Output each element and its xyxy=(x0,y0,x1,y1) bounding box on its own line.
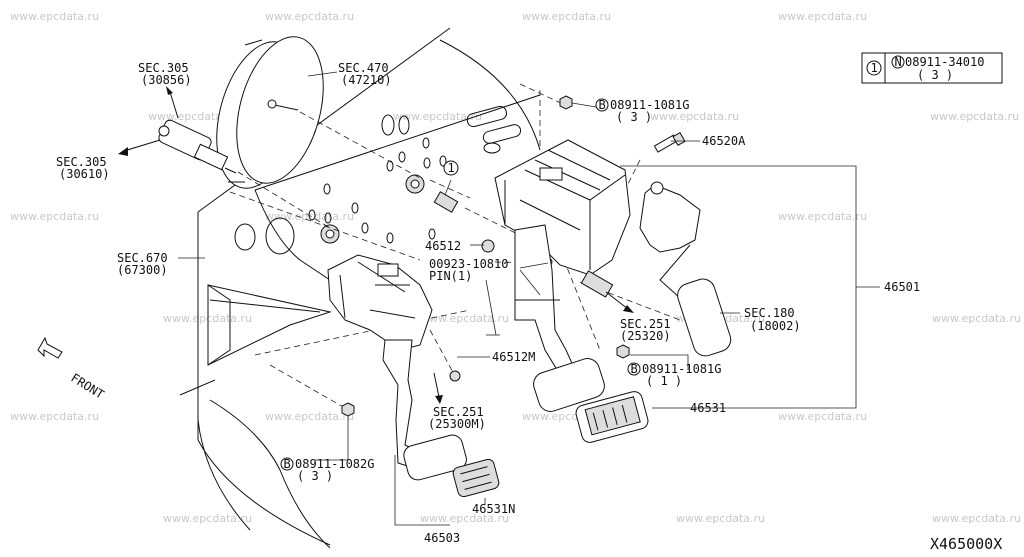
n-mark-icon xyxy=(891,55,905,69)
bolt-icon xyxy=(672,131,686,147)
label-qty-mid: ( 1 ) xyxy=(646,374,682,388)
pedal-pad-46531n xyxy=(452,458,500,498)
front-arrow-icon xyxy=(37,336,63,359)
label-46512m: 46512M xyxy=(492,350,535,364)
pedal-pad-46531 xyxy=(575,391,649,443)
watermark: www.epcdata.ru xyxy=(393,110,482,123)
label-sec251-right: SEC.251 xyxy=(620,317,671,331)
label-46512: 46512 xyxy=(425,239,461,253)
assembly-lines xyxy=(229,83,681,409)
arrow-left-icon xyxy=(118,147,128,156)
watermark: www.epcdata.ru xyxy=(522,10,611,23)
label-sec305-left-code: (30610) xyxy=(59,167,110,181)
label-qty-top: ( 3 ) xyxy=(616,110,652,124)
legend-n-mark: N xyxy=(895,55,902,69)
nut-icon xyxy=(559,95,573,110)
b-mark-icon xyxy=(280,457,294,471)
callout-circle-icon xyxy=(866,60,882,76)
legend-box: 1 N 08911-34010 ( 3 ) xyxy=(861,52,1003,84)
label-46501: 46501 xyxy=(884,280,920,294)
label-sec251-left-code: (25300M) xyxy=(428,417,486,431)
b-mark-icon xyxy=(595,98,609,112)
watermark: www.epcdata.ru xyxy=(930,110,1019,123)
callout-1: 1 xyxy=(443,160,459,176)
label-sec470: SEC.470 xyxy=(338,61,389,75)
label-pin: PIN(1) xyxy=(429,269,472,283)
leader-lines xyxy=(178,71,880,526)
svg-text:B: B xyxy=(284,457,291,471)
watermark: www.epcdata.ru xyxy=(778,10,867,23)
pedal-bracket xyxy=(494,139,631,276)
watermark: www.epcdata.ru xyxy=(676,512,765,525)
arrows xyxy=(37,86,634,404)
label-sec180-code: (18002) xyxy=(750,319,801,333)
stopper-icon xyxy=(449,370,461,382)
watermark: www.epcdata.ru xyxy=(163,512,252,525)
label-front: FRONT xyxy=(68,371,106,402)
master-cylinder xyxy=(158,119,237,174)
b-mark-icon xyxy=(627,362,641,376)
arrow-up-icon xyxy=(166,86,173,95)
nut-icon xyxy=(341,402,355,417)
callout-circle-icon xyxy=(443,160,459,176)
part-labels: SEC.305 (30856) SEC.470 (47210) SEC.305 … xyxy=(56,61,1002,553)
watermark: www.epcdata.ru xyxy=(650,110,739,123)
label-08911-1081g-mid: 08911-1081G xyxy=(642,362,721,376)
accelerator-pedal xyxy=(639,181,732,357)
label-sec251-right-code: (25320) xyxy=(620,329,671,343)
watermark: www.epcdata.ru xyxy=(265,410,354,423)
label-08911-1082g: 08911-1082G xyxy=(295,457,374,471)
watermark: www.epcdata.ru xyxy=(932,312,1021,325)
legend-quantity: ( 3 ) xyxy=(917,68,953,82)
clip-icon xyxy=(433,191,459,213)
label-46531n: 46531N xyxy=(472,502,515,516)
watermark: www.epcdata.ru xyxy=(420,312,509,325)
arrow-right-icon xyxy=(623,305,634,313)
stopper-icon xyxy=(481,239,495,253)
brake-pedal xyxy=(327,254,467,481)
watermark: www.epcdata.ru xyxy=(10,10,99,23)
label-00923-10810: 00923-10810 xyxy=(429,257,508,271)
label-sec670: SEC.670 xyxy=(117,251,168,265)
label-sec305-left: SEC.305 xyxy=(56,155,107,169)
diagram-code: X465000X xyxy=(930,535,1002,553)
label-sec305-top: SEC.305 xyxy=(138,61,189,75)
watermark: www.epcdata.ru xyxy=(265,10,354,23)
switch-icon xyxy=(580,270,614,298)
label-sec305-top-code: (30856) xyxy=(141,73,192,87)
label-sec470-code: (47210) xyxy=(341,73,392,87)
nut-icon xyxy=(616,344,630,359)
label-sec670-code: (67300) xyxy=(117,263,168,277)
svg-text:1: 1 xyxy=(448,161,455,175)
fasteners xyxy=(341,95,686,417)
brake-booster xyxy=(216,36,324,189)
svg-text:B: B xyxy=(631,362,638,376)
label-qty-low: ( 3 ) xyxy=(297,469,333,483)
label-46520a: 46520A xyxy=(702,134,746,148)
clutch-pedal xyxy=(514,224,605,412)
watermark: www.epcdata.ru xyxy=(778,410,867,423)
label-sec180: SEC.180 xyxy=(744,306,795,320)
label-08911-1081g-top: 08911-1081G xyxy=(610,98,689,112)
svg-text:B: B xyxy=(599,98,606,112)
watermark: www.epcdata.ru xyxy=(10,210,99,223)
watermark: www.epcdata.ru xyxy=(932,512,1021,525)
watermark: www.epcdata.ru xyxy=(420,512,509,525)
watermark: www.epcdata.ru xyxy=(10,410,99,423)
watermark: www.epcdata.ru xyxy=(778,210,867,223)
legend-callout-number: 1 xyxy=(871,61,878,75)
arrow-down-icon xyxy=(435,395,443,404)
label-46531: 46531 xyxy=(690,401,726,415)
legend-part-number: 08911-34010 xyxy=(905,55,984,69)
label-sec251-left: SEC.251 xyxy=(433,405,484,419)
label-46503: 46503 xyxy=(424,531,460,545)
